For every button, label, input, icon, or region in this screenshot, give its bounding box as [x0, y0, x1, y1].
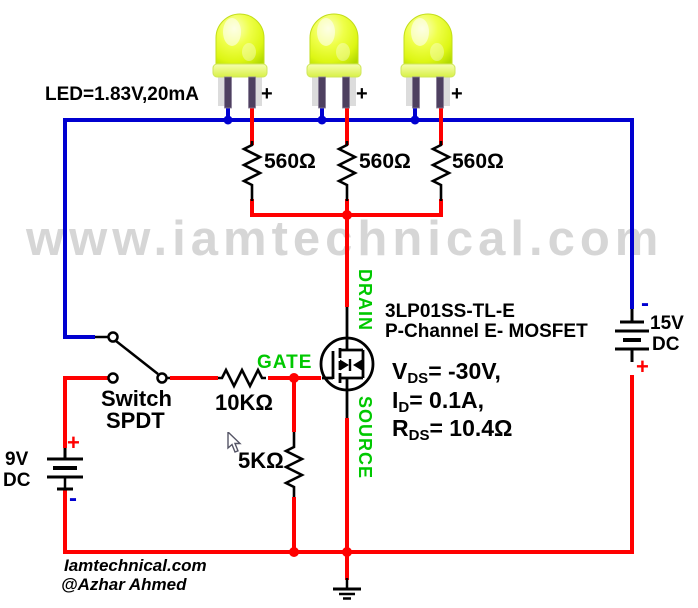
gate-resistor-label: 10KΩ	[215, 390, 273, 415]
spec-id: ID= 0.1A,	[392, 387, 485, 416]
mosfet-part-label: 3LP01SS-TL-E	[385, 301, 515, 322]
footer-site: Iamtechnical.com	[64, 556, 207, 575]
junction-dots-red	[289, 210, 352, 557]
resistor-10k	[218, 367, 266, 389]
led-1	[212, 13, 268, 109]
spec-rds: RDS= 10.4Ω	[392, 415, 513, 444]
terminal-label-drain: DRAIN	[355, 269, 375, 331]
led3-plus-label: +	[451, 83, 463, 105]
battery-15v	[615, 309, 649, 362]
led1-plus-label: +	[261, 83, 273, 105]
resistor-560-1	[241, 141, 263, 201]
terminal-label-source: SOURCE	[355, 396, 375, 480]
resistor-label-2: 560Ω	[359, 150, 411, 173]
battery15-type-label: DC	[652, 334, 680, 355]
mosfet-family-label: P-Channel E- MOSFET	[385, 321, 588, 342]
led-3	[400, 13, 456, 109]
resistor-560-2	[336, 141, 358, 201]
mouse-cursor-icon	[227, 432, 242, 453]
battery-9v	[47, 448, 83, 491]
battery9-type-label: DC	[3, 470, 31, 491]
junction-dots-blue	[223, 115, 420, 125]
switch-label: Switch	[101, 386, 172, 411]
switch-type-label: SPDT	[106, 408, 165, 433]
spec-vds: VDS= -30V,	[392, 358, 501, 387]
footer-author: @Azhar Ahmed	[61, 575, 187, 594]
watermark: www.iamtechnical.com	[26, 212, 664, 266]
led-spec-label: LED=1.83V,20mA	[45, 84, 200, 105]
pulldown-resistor-label: 5KΩ	[238, 448, 284, 473]
resistor-label-1: 560Ω	[264, 150, 316, 173]
terminal-label-gate: GATE	[257, 352, 313, 373]
battery15-plus-sign: +	[636, 354, 649, 379]
battery9-plus-sign: +	[67, 430, 80, 455]
resistor-label-3: 560Ω	[452, 150, 504, 173]
spdt-switch[interactable]	[95, 331, 170, 384]
led-2	[306, 13, 362, 109]
battery9-voltage-label: 9V	[5, 449, 29, 470]
ground-symbol	[333, 578, 361, 600]
battery9-minus-sign: -	[69, 485, 77, 512]
battery15-minus-sign: -	[641, 290, 649, 317]
resistor-560-3	[430, 141, 452, 201]
mosfet-symbol	[319, 307, 375, 418]
resistor-5k	[283, 432, 305, 497]
led2-plus-label: +	[356, 83, 368, 105]
battery15-voltage-label: 15V	[650, 313, 684, 334]
